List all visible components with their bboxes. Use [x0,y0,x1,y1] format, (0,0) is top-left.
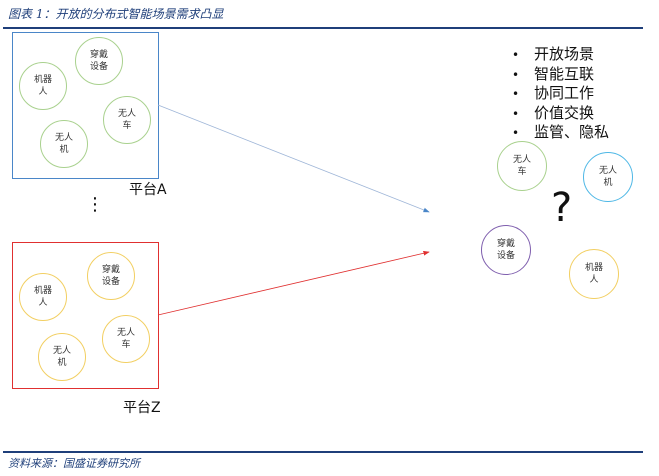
list-item: 价值交换 [512,104,609,124]
device-vehicle: 无人车 [102,315,150,363]
device-drone: 无人机 [583,152,633,202]
device-wearable: 穿戴设备 [481,225,531,275]
device-wearable: 穿戴设备 [87,252,135,300]
device-robot: 机器人 [19,62,67,110]
question-mark: ? [551,185,573,231]
ellipsis: ⋮ [86,194,104,215]
device-vehicle: 无人车 [103,96,151,144]
device-drone: 无人机 [40,120,88,168]
figure-title: 图表 1：开放的分布式智能场景需求凸显 [8,7,224,21]
device-robot: 机器人 [19,273,67,321]
source-note: 资料来源：国盛证券研究所 [8,457,140,470]
list-item: 协同工作 [512,84,609,104]
requirements-list: 开放场景 智能互联 协同工作 价值交换 监管、隐私 [512,45,609,143]
device-drone: 无人机 [38,333,86,381]
bottom-rule [3,451,643,453]
arrow-platform-z [157,250,430,316]
device-robot: 机器人 [569,249,619,299]
list-item: 开放场景 [512,45,609,65]
top-rule [3,27,643,29]
device-wearable: 穿戴 设备 [75,37,123,85]
platform-z-box: 穿戴设备 机器人 无人车 无人机 [12,242,159,389]
device-vehicle: 无人车 [497,141,547,191]
platform-z-label: 平台Z [123,400,161,416]
list-item: 监管、隐私 [512,123,609,143]
list-item: 智能互联 [512,65,609,85]
platform-a-label: 平台A [129,182,167,198]
arrow-platform-a [157,104,430,213]
